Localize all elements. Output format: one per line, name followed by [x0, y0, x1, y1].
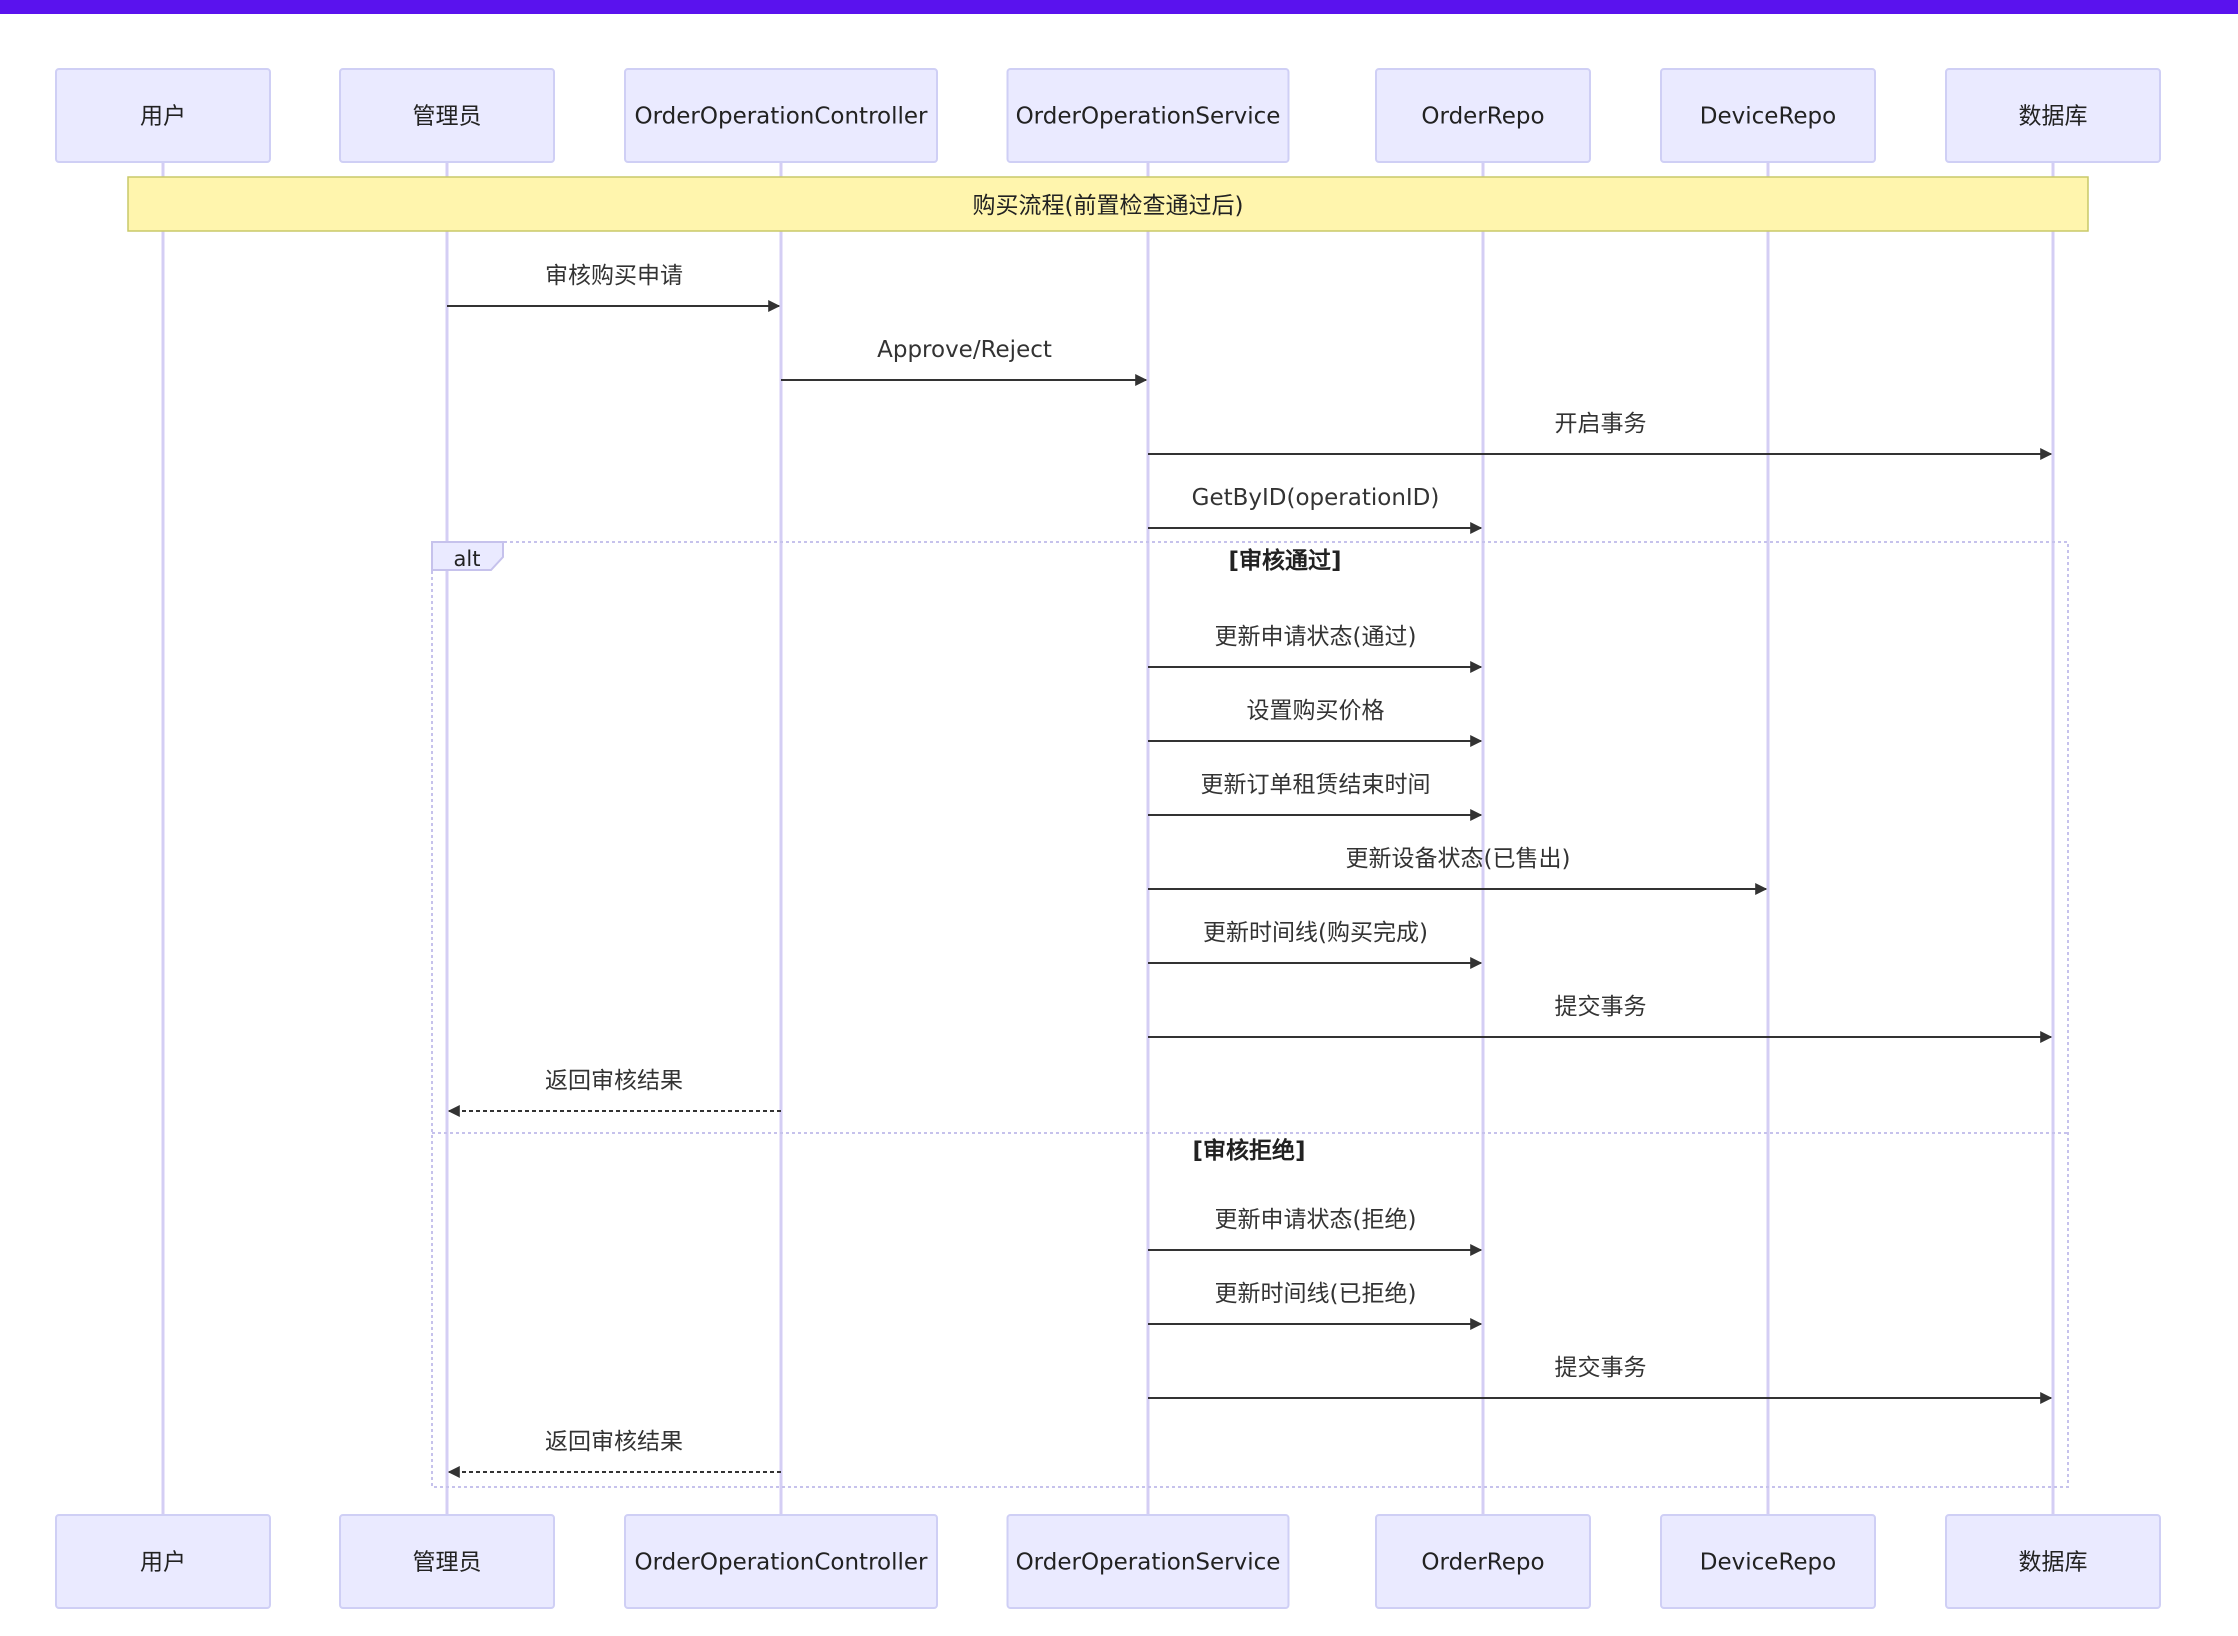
participant-bottom[interactable]: OrderOperationService	[1006, 1514, 1290, 1609]
alt-branch-condition: [审核拒绝]	[1192, 1137, 1305, 1164]
message-label: 更新申请状态(拒绝)	[1215, 1207, 1417, 1233]
alt-frame	[431, 541, 2069, 1488]
participant-box	[1945, 1514, 2161, 1609]
message[interactable]: 审核购买申请	[447, 263, 781, 312]
participant-bottom[interactable]: 用户	[55, 1514, 271, 1609]
alt-label-tab	[431, 541, 504, 571]
participant-box	[55, 68, 271, 163]
participant-bottom[interactable]: OrderOperationController	[624, 1514, 938, 1609]
message[interactable]: 更新时间线(已拒绝)	[1148, 1281, 1483, 1330]
message[interactable]: 提交事务	[1148, 994, 2053, 1043]
participant-box	[1660, 1514, 1876, 1609]
note-text: 购买流程(前置检查通过后)	[973, 193, 1244, 219]
participant-bottom[interactable]: DeviceRepo	[1660, 1514, 1876, 1609]
message-label: 提交事务	[1555, 994, 1647, 1020]
participant-top[interactable]: OrderOperationService	[1006, 68, 1290, 163]
alt-fragment: alt [审核通过] [审核拒绝]	[431, 541, 2069, 1488]
participant-top[interactable]: 管理员	[339, 68, 555, 163]
message-label: 设置购买价格	[1247, 698, 1385, 724]
participant-label: 数据库	[2019, 1550, 2088, 1576]
message-label: 返回审核结果	[545, 1429, 683, 1455]
message[interactable]: GetByID(operationID)	[1148, 485, 1483, 534]
participant-box	[1006, 68, 1290, 163]
message[interactable]: 开启事务	[1148, 411, 2053, 460]
alt-label: alt	[454, 547, 481, 571]
message[interactable]: 更新时间线(购买完成)	[1148, 920, 1483, 969]
message-label: 更新时间线(购买完成)	[1203, 920, 1428, 946]
participant-bottom[interactable]: 管理员	[339, 1514, 555, 1609]
participant-box	[1006, 1514, 1290, 1609]
participant-label: OrderOperationController	[635, 104, 929, 130]
participant-label: 管理员	[413, 104, 482, 130]
participant-label: OrderOperationController	[635, 1550, 929, 1576]
message-label: 更新设备状态(已售出)	[1346, 846, 1571, 872]
message-label: 审核购买申请	[545, 263, 683, 289]
message-label: 更新申请状态(通过)	[1215, 624, 1417, 650]
participant-top[interactable]: 用户	[55, 68, 271, 163]
participant-label: 用户	[140, 104, 186, 130]
participant-label: DeviceRepo	[1700, 1550, 1836, 1576]
participant-label: 管理员	[413, 1550, 482, 1576]
participant-label: OrderOperationService	[1016, 104, 1281, 130]
participant-label: 数据库	[2019, 104, 2088, 130]
participant-label: DeviceRepo	[1700, 104, 1836, 130]
message-label: Approve/Reject	[877, 337, 1052, 363]
participant-box	[339, 68, 555, 163]
participant-top[interactable]: OrderRepo	[1375, 68, 1591, 163]
message[interactable]: 更新订单租赁结束时间	[1148, 772, 1483, 821]
message[interactable]: 更新设备状态(已售出)	[1148, 846, 1768, 895]
message[interactable]: 提交事务	[1148, 1355, 2053, 1404]
participant-top[interactable]: 数据库	[1945, 68, 2161, 163]
note-box	[127, 176, 2089, 232]
participant-label: OrderRepo	[1421, 104, 1544, 130]
message-label: 提交事务	[1555, 1355, 1647, 1381]
participant-box	[339, 1514, 555, 1609]
participant-label: OrderOperationService	[1016, 1550, 1281, 1576]
participant-label: OrderRepo	[1421, 1550, 1544, 1576]
message-label: 开启事务	[1555, 411, 1647, 437]
note: 购买流程(前置检查通过后)	[127, 176, 2089, 232]
message[interactable]: Approve/Reject	[781, 337, 1148, 386]
message[interactable]: 更新申请状态(拒绝)	[1148, 1207, 1483, 1256]
message-label: 更新订单租赁结束时间	[1201, 772, 1431, 798]
message[interactable]: 更新申请状态(通过)	[1148, 624, 1483, 673]
participant-box	[55, 1514, 271, 1609]
participant-box	[1945, 68, 2161, 163]
participant-top[interactable]: OrderOperationController	[624, 68, 938, 163]
participant-box	[1660, 68, 1876, 163]
message[interactable]: 设置购买价格	[1148, 698, 1483, 747]
message-label: GetByID(operationID)	[1192, 485, 1440, 511]
participant-box	[624, 68, 938, 163]
alt-branch-condition: [审核通过]	[1228, 547, 1341, 574]
top-banner-bar	[0, 0, 2238, 14]
participant-bottom[interactable]: OrderRepo	[1375, 1514, 1591, 1609]
participant-bottom[interactable]: 数据库	[1945, 1514, 2161, 1609]
message[interactable]: 返回审核结果	[447, 1429, 781, 1478]
participant-box	[1375, 1514, 1591, 1609]
message-label: 返回审核结果	[545, 1068, 683, 1094]
participant-box	[1375, 68, 1591, 163]
participant-top[interactable]: DeviceRepo	[1660, 68, 1876, 163]
message[interactable]: 返回审核结果	[447, 1068, 781, 1117]
participant-label: 用户	[140, 1550, 186, 1576]
participant-box	[624, 1514, 938, 1609]
message-label: 更新时间线(已拒绝)	[1215, 1281, 1417, 1307]
